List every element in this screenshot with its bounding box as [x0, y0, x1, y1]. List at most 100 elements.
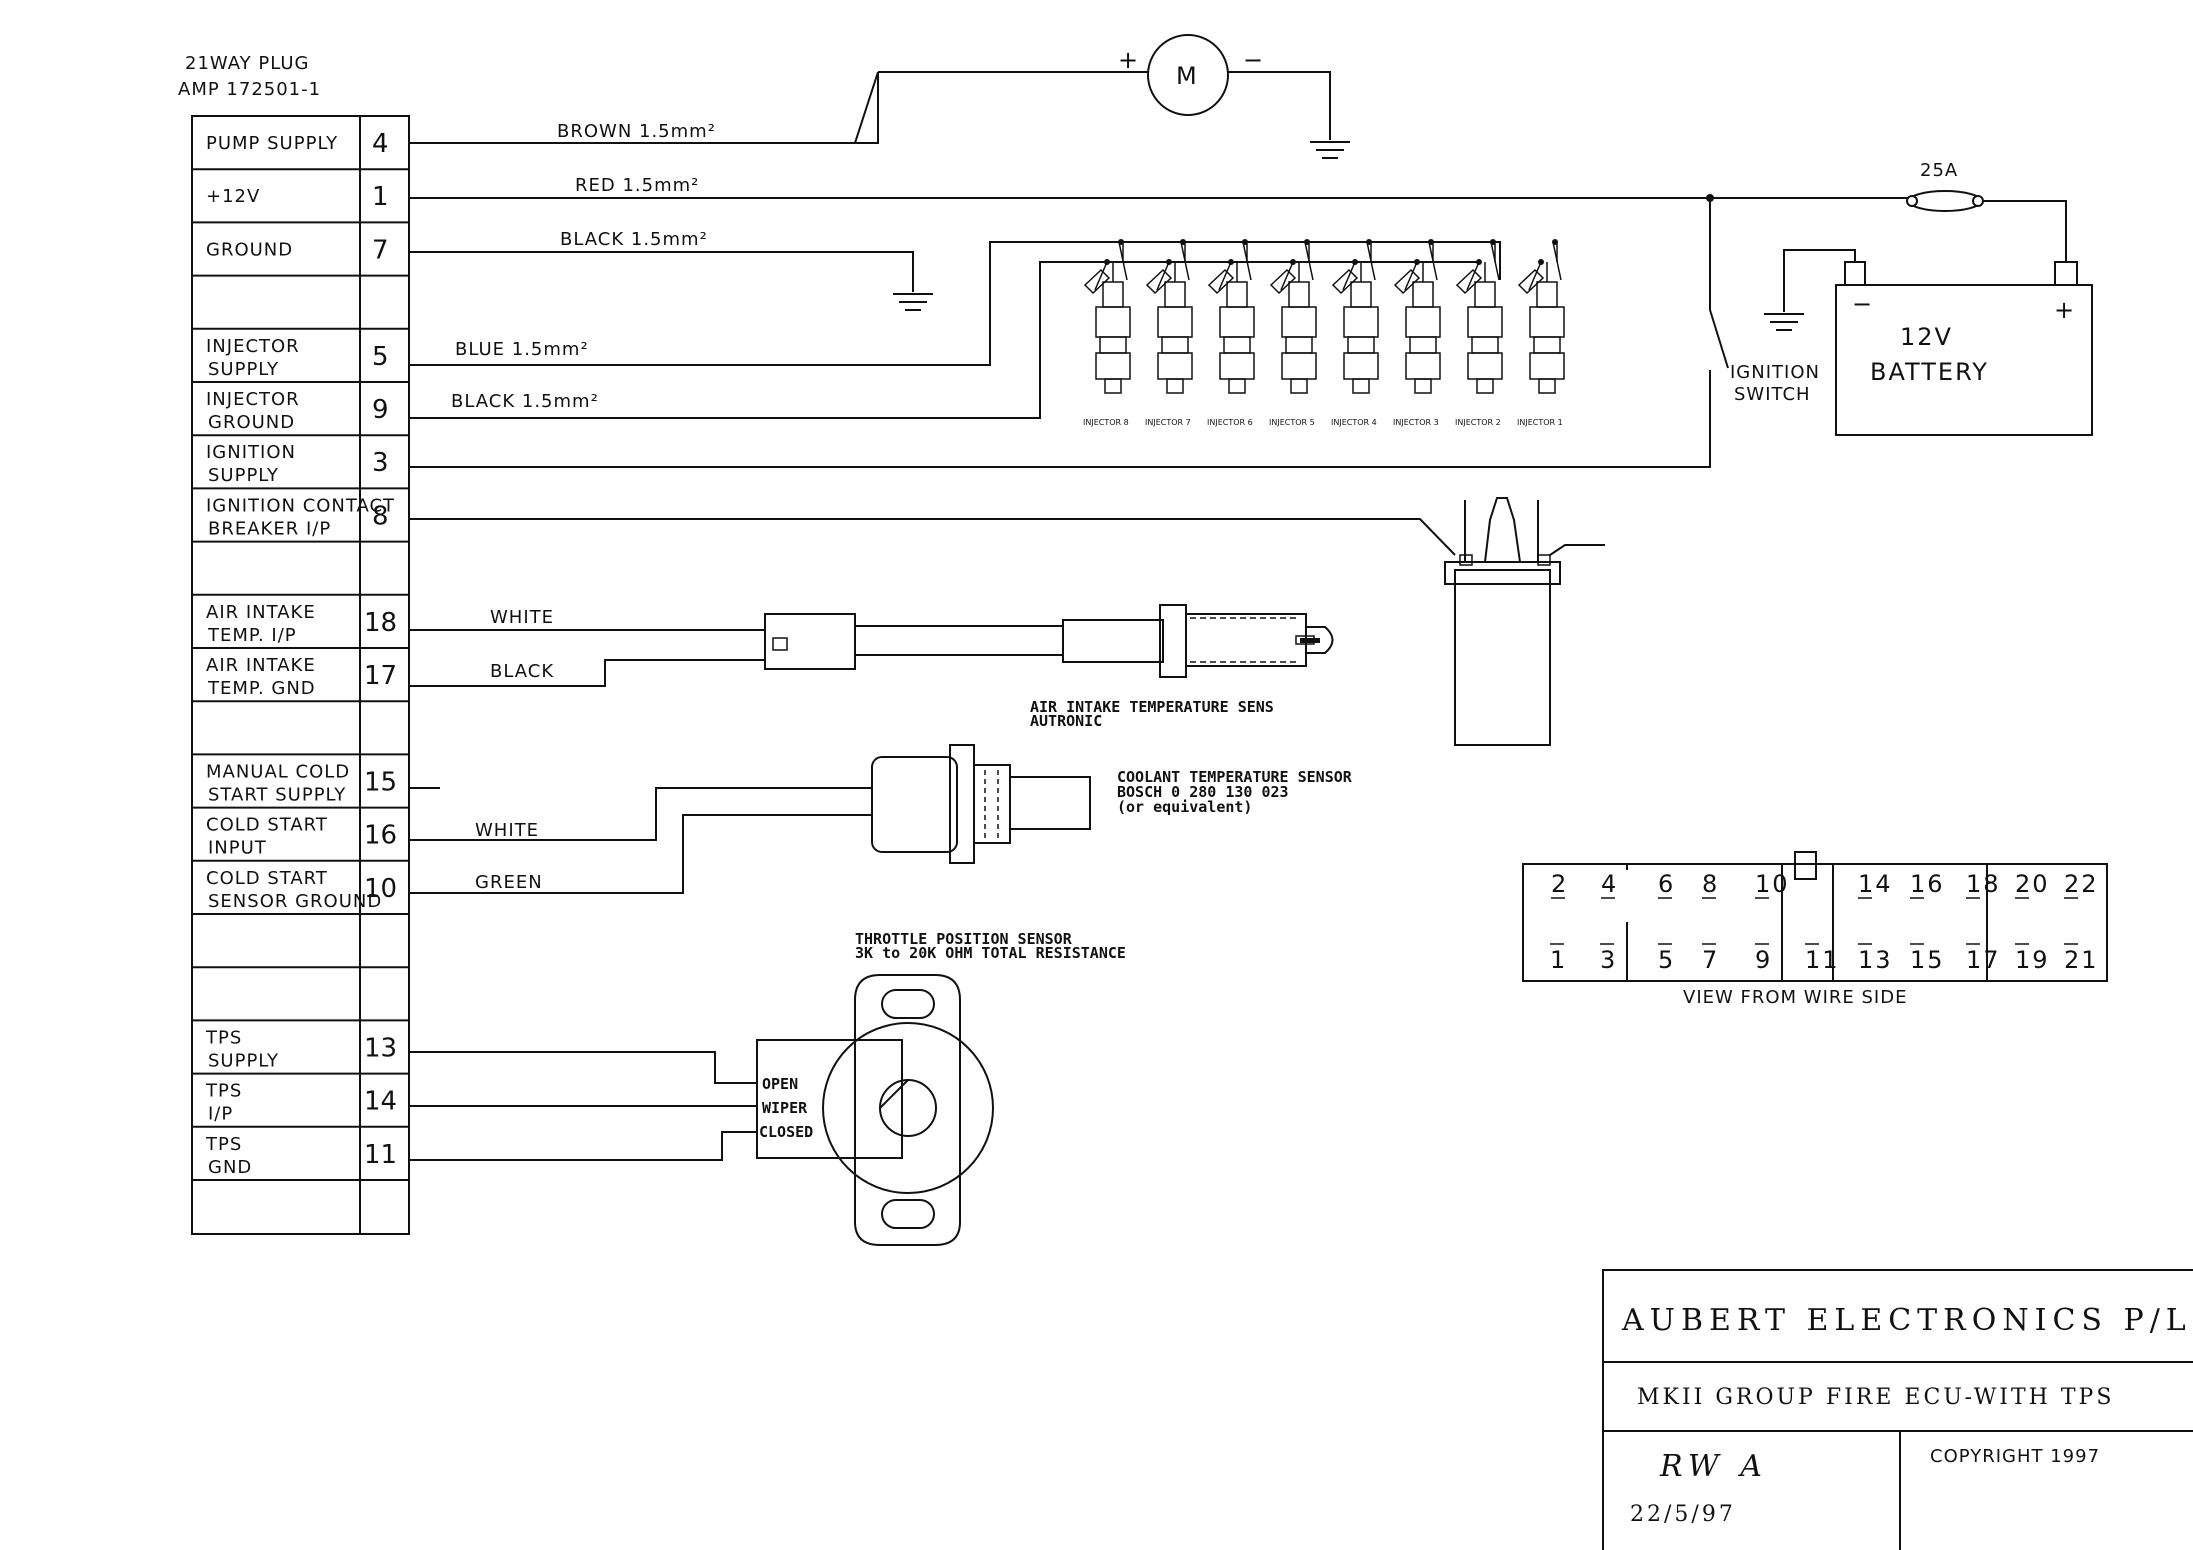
- connector-row-label: AIR INTAKE: [206, 655, 316, 676]
- injector: INJECTOR 4: [1331, 239, 1379, 427]
- connector-row-label: TPS: [205, 1027, 242, 1048]
- connector-row-label: PUMP SUPPLY: [206, 133, 338, 154]
- pump-minus: −: [1243, 46, 1265, 74]
- pinout-bottom-pin: 5: [1658, 946, 1675, 974]
- wire-label-white1: WHITE: [490, 607, 554, 628]
- title-copyright: COPYRIGHT 1997: [1930, 1446, 2100, 1467]
- wire-label-black3: BLACK: [490, 661, 554, 682]
- connector-row-label: IGNITION: [206, 442, 296, 463]
- connector-pin-number: 13: [364, 1033, 397, 1063]
- coolant-sensor-label-line1: COOLANT TEMPERATURE SENSOR: [1117, 768, 1353, 786]
- fuse-icon: 25A: [1906, 160, 1984, 212]
- battery-ground-icon: [1764, 313, 1804, 331]
- battery-neg: −: [1852, 290, 1874, 318]
- connector-row-label-line2: BREAKER I/P: [208, 518, 331, 539]
- wire-label-brown: BROWN 1.5mm²: [557, 121, 716, 142]
- ignition-switch: IGNITION SWITCH: [1709, 198, 1820, 465]
- pinout-top-pin: 16: [1910, 870, 1945, 898]
- connector-row-label: COLD START: [206, 868, 328, 889]
- coolant-sensor-label-line3: (or equivalent): [1117, 798, 1252, 816]
- pinout-bottom-pin: 11: [1805, 946, 1840, 974]
- connector-row-label: TPS: [205, 1134, 242, 1155]
- injector: INJECTOR 7: [1145, 239, 1193, 427]
- ignition-coil: [1444, 497, 1605, 746]
- injector-label: INJECTOR 3: [1393, 418, 1439, 427]
- battery-pos: +: [2054, 296, 2076, 324]
- connector-row-label: INJECTOR: [206, 389, 300, 410]
- injector-label: INJECTOR 5: [1269, 418, 1315, 427]
- pinout-caption: VIEW FROM WIRE SIDE: [1683, 987, 1907, 1008]
- injector: INJECTOR 2: [1455, 239, 1503, 427]
- connector-row-label: AIR INTAKE: [206, 602, 316, 623]
- title-drawing: MKII GROUP FIRE ECU-WITH TPS: [1637, 1385, 2114, 1410]
- pinout-bottom-pin: 15: [1910, 946, 1945, 974]
- connector-row-label-line2: SUPPLY: [208, 1050, 279, 1071]
- connector-pin-number: 4: [372, 129, 389, 159]
- fuse-label: 25A: [1920, 160, 1958, 181]
- coolant-sensor-label-line2: BOSCH 0 280 130 023: [1117, 783, 1289, 801]
- pinout-top-pin: 22: [2064, 870, 2099, 898]
- connector-pin-number: 3: [372, 448, 389, 478]
- injector: INJECTOR 3: [1393, 239, 1441, 427]
- injector: INJECTOR 1: [1517, 239, 1565, 427]
- connector-pin-number: 15: [364, 767, 397, 797]
- injector-label: INJECTOR 7: [1145, 418, 1191, 427]
- connector-pin-number: 10: [364, 874, 397, 904]
- injector-label: INJECTOR 2: [1455, 418, 1501, 427]
- injector: INJECTOR 5: [1269, 239, 1317, 427]
- pinout-top-pin: 2: [1551, 870, 1568, 898]
- connector-row-label-line2: SENSOR GROUND: [208, 891, 382, 912]
- ignition-switch-line1: IGNITION: [1730, 362, 1820, 383]
- title-block: AUBERT ELECTRONICS P/L MKII GROUP FIRE E…: [1602, 1269, 2193, 1550]
- title-initials: RW A: [1659, 1449, 1768, 1484]
- connector-pin-number: 7: [372, 235, 389, 265]
- wire-label-black1: BLACK 1.5mm²: [560, 229, 708, 250]
- connector-pin-number: 5: [372, 342, 389, 372]
- injector-label: INJECTOR 6: [1207, 418, 1253, 427]
- air-sensor-label-line2: AUTRONIC: [1030, 712, 1102, 730]
- pinout-top-pin: 4: [1601, 870, 1618, 898]
- pinout-bottom-pin: 9: [1755, 946, 1772, 974]
- wire-label-red: RED 1.5mm²: [575, 175, 699, 196]
- pinout-bottom-pin: 19: [2015, 946, 2050, 974]
- coolant-sensor: [871, 744, 1091, 864]
- battery-label-line2: BATTERY: [1870, 358, 1989, 386]
- connector-row-label: MANUAL COLD: [206, 761, 350, 782]
- wire-label-blue: BLUE 1.5mm²: [455, 339, 589, 360]
- injector-label: INJECTOR 1: [1517, 418, 1563, 427]
- pinout-top-pin: 18: [1966, 870, 2001, 898]
- connector-pin-number: 18: [364, 608, 397, 638]
- connector-row-label-line2: TEMP. I/P: [207, 625, 297, 646]
- connector-pin-number: 9: [372, 395, 389, 425]
- injector-label: INJECTOR 4: [1331, 418, 1377, 427]
- tps-label-line2: 3K to 20K OHM TOTAL RESISTANCE: [855, 944, 1126, 962]
- pump-plus: +: [1118, 46, 1140, 74]
- pinout-bottom-pin: 3: [1600, 946, 1617, 974]
- connector-pin-number: 16: [364, 821, 397, 851]
- connector-pin-number: 17: [364, 661, 397, 691]
- wire-label-black2: BLACK 1.5mm²: [451, 391, 599, 412]
- pinout-bottom-pin: 21: [2064, 946, 2099, 974]
- connector-pin-number: 1: [372, 182, 389, 212]
- tps-open-label: OPEN: [762, 1075, 798, 1093]
- connector-row-label-line2: GND: [208, 1157, 252, 1178]
- pump-ground-icon: [1310, 141, 1350, 159]
- pinout-top-pin: 10: [1755, 870, 1790, 898]
- connector-pin-number: 11: [364, 1140, 397, 1170]
- injector: INJECTOR 6: [1207, 239, 1255, 427]
- injector: INJECTOR 8: [1083, 239, 1131, 427]
- throttle-position-sensor: OPEN WIPER CLOSED: [756, 974, 994, 1246]
- connector-pin-number: 14: [364, 1087, 397, 1117]
- air-sensor-label-line1: AIR INTAKE TEMPERATURE SENS: [1030, 698, 1274, 716]
- connector-row-label: GROUND: [206, 239, 293, 260]
- pinout-bottom-pin: 17: [1966, 946, 2001, 974]
- tps-label-line1: THROTTLE POSITION SENSOR: [855, 930, 1073, 948]
- title-company: AUBERT ELECTRONICS P/L: [1621, 1303, 2192, 1338]
- connector-row-label-line2: START SUPPLY: [208, 784, 346, 805]
- pinout-bottom-pin: 13: [1858, 946, 1893, 974]
- connector-pin-number: 8: [372, 501, 389, 531]
- tps-closed-label: CLOSED: [759, 1123, 813, 1141]
- wire-label-green: GREEN: [475, 872, 543, 893]
